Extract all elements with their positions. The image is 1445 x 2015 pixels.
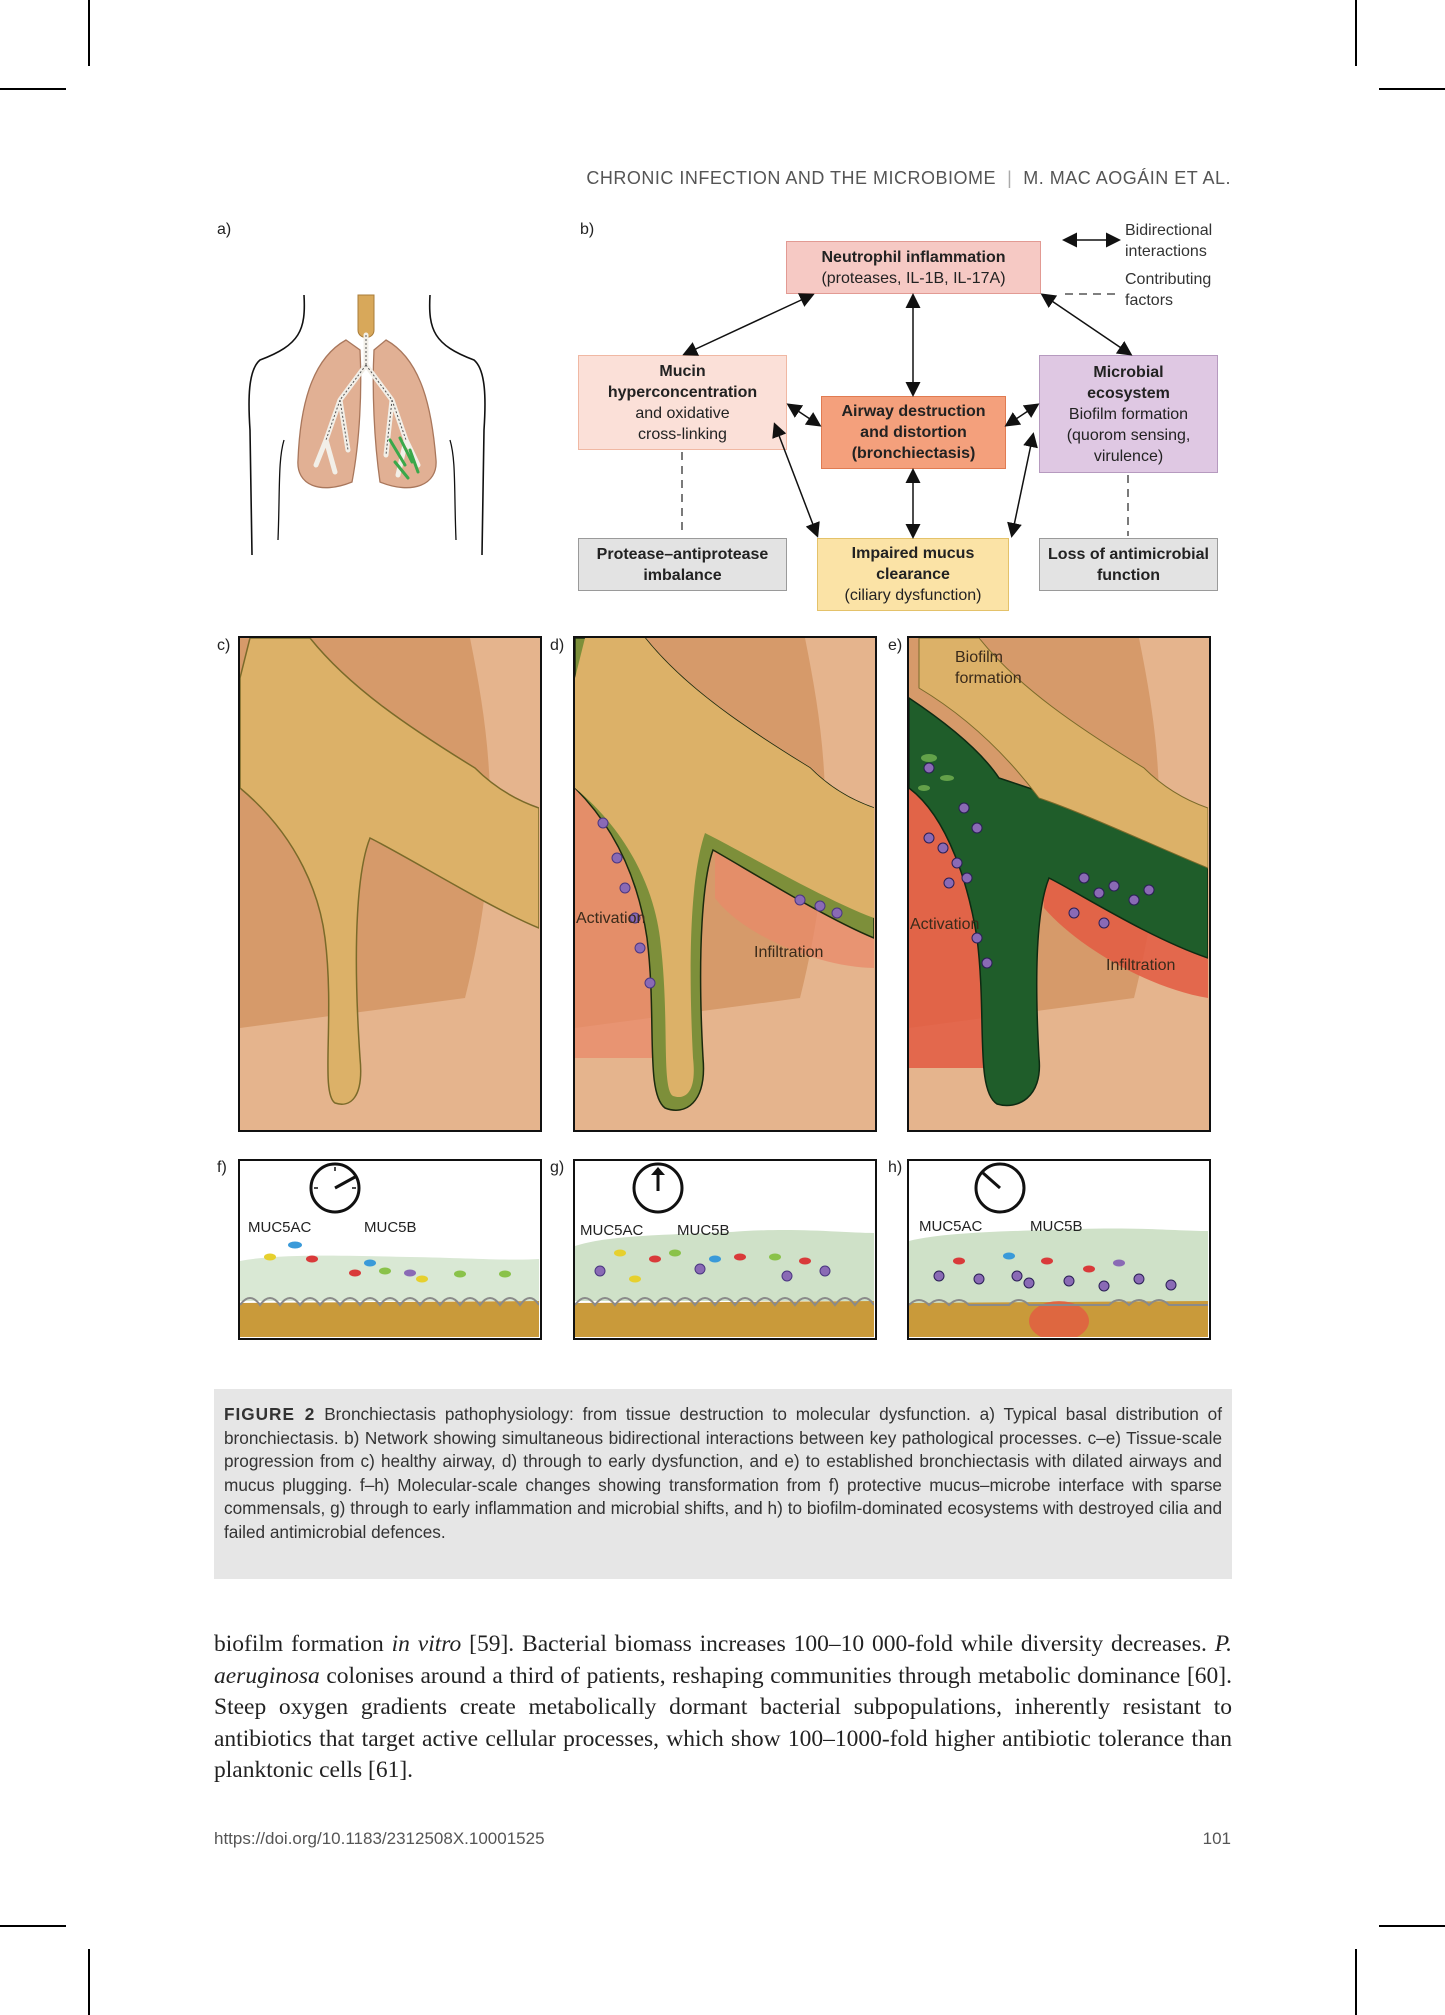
arrow-neutrophil-microbial	[1040, 293, 1133, 356]
crop-mark	[0, 1925, 66, 1927]
activation-label-e: Activation	[910, 916, 980, 933]
arrow-mucin-airway	[786, 403, 822, 427]
figure-label: FIGURE 2	[224, 1404, 316, 1424]
body-italic-1: in vitro	[391, 1631, 462, 1657]
mucus-line2: clearance	[876, 566, 950, 583]
crop-mark	[0, 88, 66, 90]
lung-illustration	[248, 294, 486, 556]
body-text-1: biofilm formation	[214, 1631, 392, 1657]
page-number: 101	[1202, 1829, 1231, 1848]
airway-line1: Airway destruction	[841, 403, 986, 420]
crop-mark	[88, 0, 90, 66]
header-separator: |	[1007, 168, 1013, 188]
crop-mark	[1355, 1949, 1357, 2015]
infiltration-label-d: Infiltration	[754, 944, 824, 961]
airway-line2: and distortion	[860, 424, 967, 441]
protease-imbalance-box: Protease–antiprotease imbalance	[578, 538, 787, 591]
arrow-neutrophil-mucin	[682, 293, 815, 356]
panel-label-c: c)	[217, 637, 231, 654]
molecular-panel-g	[573, 1159, 877, 1340]
panel-label-a: a)	[217, 221, 232, 238]
loss-antimicrobial-box: Loss of antimicrobial function	[1039, 538, 1218, 591]
muc5ac-label-f: MUC5AC	[248, 1219, 312, 1236]
legend-bidirectional-line1: Bidirectional	[1125, 222, 1213, 239]
legend-contributing: Contributing factors	[1125, 269, 1211, 311]
microbial-sub-line3: virulence)	[1093, 447, 1164, 465]
panel-label-f: f)	[217, 1159, 227, 1176]
microbial-sub-line1: Biofilm formation	[1068, 405, 1189, 423]
mucus-sub: (ciliary dysfunction)	[844, 587, 982, 604]
neutrophil-title: Neutrophil inflammation	[821, 248, 1006, 266]
panel-label-h: h)	[888, 1159, 903, 1176]
molecular-panel-h	[907, 1159, 1211, 1340]
caption-text: Bronchiectasis pathophysiology: from tis…	[224, 1404, 1223, 1542]
impaired-mucus-box: Impaired mucus clearance (ciliary dysfun…	[817, 538, 1009, 611]
tissue-panel-e	[907, 636, 1211, 1132]
mucin-title-line1: Mucin	[659, 362, 706, 380]
legend-bidirectional-line2: interactions	[1125, 243, 1207, 260]
protease-line1: Protease–antiprotease	[596, 545, 769, 563]
running-header: CHRONIC INFECTION AND THE MICROBIOME | M…	[586, 168, 1231, 189]
arrow-microbial-mucus	[1007, 432, 1038, 538]
crop-mark	[1379, 88, 1445, 90]
crop-mark	[88, 1949, 90, 2015]
crop-mark	[1379, 1925, 1445, 1927]
biofilm-formation-label: Biofilm formation	[955, 647, 1022, 689]
protease-line2: imbalance	[643, 566, 722, 584]
loss-line2: function	[1096, 566, 1161, 584]
biofilm-line1: Biofilm	[955, 649, 1004, 666]
tissue-panel-c	[238, 636, 542, 1132]
mucin-sub-line2: cross-linking	[638, 425, 727, 443]
body-italic-2: P. aeruginosa	[214, 1631, 1232, 1689]
panel-label-g: g)	[550, 1159, 565, 1176]
panel-label-b: b)	[580, 221, 595, 238]
arrow-microbial-airway	[1004, 403, 1040, 427]
mucin-title-line2: hyperconcentration	[607, 383, 758, 401]
loss-line1: Loss of antimicrobial	[1048, 545, 1209, 563]
microbial-title-line2: ecosystem	[1087, 384, 1170, 402]
muc5ac-label-g: MUC5AC	[580, 1222, 644, 1239]
activation-label-d: Activation	[576, 910, 646, 927]
body-text-3: colonises around a third of patients, re…	[214, 1662, 1232, 1784]
neutrophil-subtitle: (proteases, IL-1B, IL-17A)	[821, 269, 1006, 287]
doi-link[interactable]: https://doi.org/10.1183/2312508X.1000152…	[214, 1829, 545, 1848]
body-paragraph: biofilm formation in vitro [59]. Bacteri…	[214, 1629, 1232, 1787]
muc5b-label-f: MUC5B	[364, 1219, 417, 1236]
infiltration-label-e: Infiltration	[1106, 957, 1176, 974]
panel-label-d: d)	[550, 637, 565, 654]
muc5b-label-g: MUC5B	[677, 1222, 730, 1239]
legend-contributing-line1: Contributing	[1125, 271, 1212, 288]
legend-contributing-line2: factors	[1125, 292, 1174, 309]
airway-destruction-box: Airway destruction and distortion (bronc…	[821, 396, 1006, 469]
molecular-panel-f	[238, 1159, 542, 1340]
figure-caption: FIGURE 2 Bronchiectasis pathophysiology:…	[214, 1389, 1232, 1579]
microbial-title-line1: Microbial	[1093, 363, 1164, 381]
mucin-sub-line1: and oxidative	[635, 404, 730, 422]
mucus-line1: Impaired mucus	[851, 545, 975, 562]
body-text-2: [59]. Bacterial biomass increases 100–10…	[461, 1631, 1215, 1657]
microbial-sub-line2: (quorom sensing,	[1066, 426, 1191, 444]
muc5b-label-h: MUC5B	[1030, 1218, 1083, 1235]
legend-bidirectional: Bidirectional interactions	[1125, 220, 1212, 262]
panel-label-e: e)	[888, 637, 903, 654]
crop-mark	[1355, 0, 1357, 66]
arrow-mucin-mucus	[772, 422, 820, 538]
running-head-title: CHRONIC INFECTION AND THE MICROBIOME	[586, 168, 997, 188]
running-head-authors: M. MAC AOGÁIN ET AL.	[1023, 168, 1231, 188]
microbial-ecosystem-box: Microbial ecosystem Biofilm formation (q…	[1039, 355, 1218, 473]
biofilm-line2: formation	[955, 670, 1022, 687]
network-arrows	[681, 232, 1133, 539]
muc5ac-label-h: MUC5AC	[919, 1218, 983, 1235]
airway-line3: (bronchiectasis)	[851, 445, 976, 462]
tissue-panel-d	[573, 636, 877, 1132]
